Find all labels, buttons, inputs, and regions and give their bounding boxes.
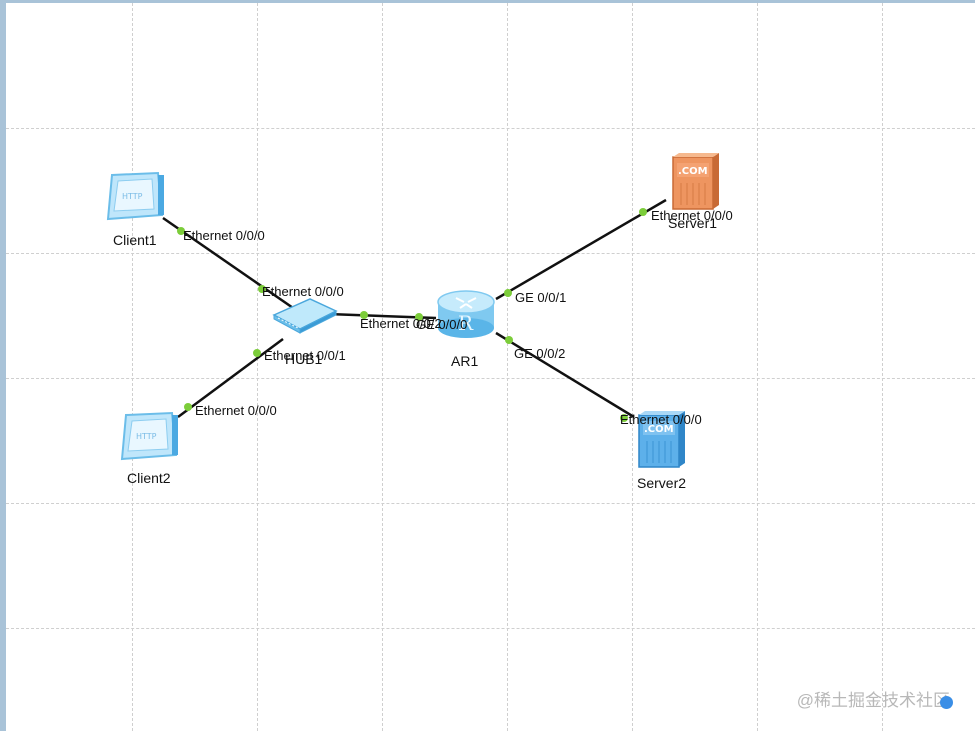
grid-line (6, 503, 975, 504)
grid-line (6, 628, 975, 629)
server-icon: .COM (638, 411, 685, 468)
port-dot (177, 227, 185, 235)
grid-line (132, 3, 133, 731)
watermark: @稀土掘金技术社区 (797, 686, 953, 711)
svg-text:HTTP: HTTP (136, 432, 157, 441)
svg-text:HTTP: HTTP (122, 192, 143, 201)
hub1-label: HUB1 (285, 351, 323, 367)
port-dot (504, 289, 512, 297)
port-dot (253, 349, 261, 357)
port-label-ar1-ge002: GE 0/0/2 (514, 346, 566, 361)
port-dot (184, 403, 192, 411)
router-icon: R (437, 290, 495, 338)
ar1-device[interactable]: R (434, 286, 498, 347)
grid-line (6, 378, 975, 379)
port-label-ar1-ge000: GE 0/0/0 (416, 317, 468, 332)
grid-line (757, 3, 758, 731)
server2-device[interactable]: .COM (635, 409, 689, 476)
port-label-ar1-ge001: GE 0/0/1 (515, 290, 567, 305)
badge-icon (940, 696, 953, 709)
server-icon: .COM (672, 153, 719, 210)
grid-line (882, 3, 883, 731)
watermark-text: @稀土掘金技术社区 (796, 691, 950, 710)
port-label-client2: Ethernet 0/0/0 (195, 403, 277, 418)
client2-device[interactable]: HTTP (118, 411, 180, 468)
port-label-server2: Ethernet 0/0/0 (620, 412, 702, 427)
port-label-server1: Ethernet 0/0/0 (651, 208, 733, 223)
grid-line (632, 3, 633, 731)
port-label-client1: Ethernet 0/0/0 (183, 228, 265, 243)
port-label-hub-e001: Ethernet 0/0/1 (264, 348, 346, 363)
port-dot (639, 208, 647, 216)
server1-device[interactable]: .COM (669, 151, 723, 218)
link-ar1-server2[interactable] (495, 331, 635, 419)
svg-text:R: R (458, 311, 474, 335)
port-dot (415, 313, 423, 321)
server1-label: Server1 (668, 215, 718, 231)
hub1-device[interactable] (272, 295, 338, 340)
port-dot (360, 311, 368, 319)
http-client-icon: HTTP (106, 171, 164, 221)
port-dot (258, 285, 266, 293)
links-layer (162, 198, 667, 422)
port-dot (620, 414, 628, 422)
server2-label: Server2 (637, 475, 687, 491)
grid-line (507, 3, 508, 731)
grid-line (257, 3, 258, 731)
hub-icon (272, 298, 338, 334)
link-client2-hub[interactable] (177, 337, 284, 419)
ar1-label: AR1 (451, 353, 479, 369)
grid-line (6, 253, 975, 254)
client1-label: Client1 (113, 232, 157, 248)
grid-line (6, 128, 975, 129)
link-client1-hub[interactable] (162, 216, 297, 312)
port-dot (505, 336, 513, 344)
port-label-hub-e002: Ethernet 0/0/2 (360, 316, 442, 331)
client1-device[interactable]: HTTP (104, 171, 166, 228)
svg-text:.COM: .COM (644, 424, 674, 435)
http-client-icon: HTTP (120, 411, 178, 461)
port-label-hub-e000: Ethernet 0/0/0 (262, 284, 344, 299)
client2-label: Client2 (127, 470, 171, 486)
link-ar1-server1[interactable] (495, 198, 667, 301)
svg-text:.COM: .COM (678, 166, 708, 177)
grid-line (382, 3, 383, 731)
